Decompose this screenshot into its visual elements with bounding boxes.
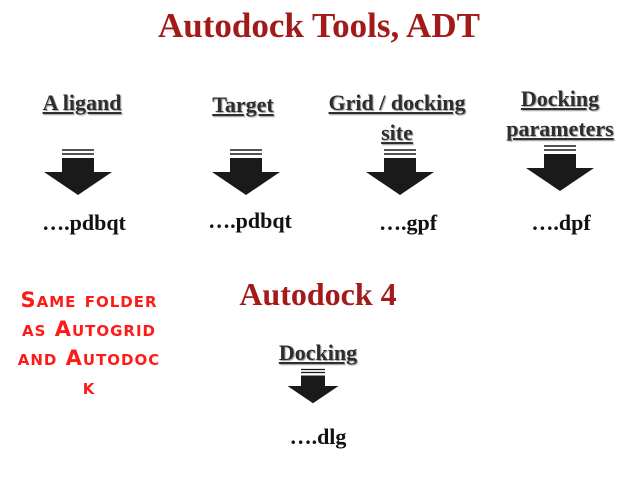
same-folder-note: Same folder as Autogrid and Autodock [17,288,161,399]
step-label-target: Target [212,92,274,117]
file-target-pdbqt: ….pdbqt [208,208,292,233]
down-arrow-icon [526,145,594,191]
down-arrow-icon [212,149,280,195]
down-arrow-icon [44,149,112,195]
step-label-docking-parameters: Docking parameters [506,86,614,141]
step-label-docking: Docking [278,340,358,365]
step-label-ligand: A ligand [42,90,122,115]
file-docking-dpf: ….dpf [531,210,591,235]
file-docking-dlg: ….dlg [289,424,347,449]
page-title: Autodock Tools, ADT [158,6,480,45]
step-label-grid: Grid / docking site [328,90,466,145]
file-ligand-pdbqt: ….pdbqt [42,210,126,235]
down-arrow-icon [366,149,434,195]
autodock-title: Autodock 4 [239,276,397,312]
file-grid-gpf: ….gpf [378,210,438,235]
down-arrow-icon [287,368,339,404]
